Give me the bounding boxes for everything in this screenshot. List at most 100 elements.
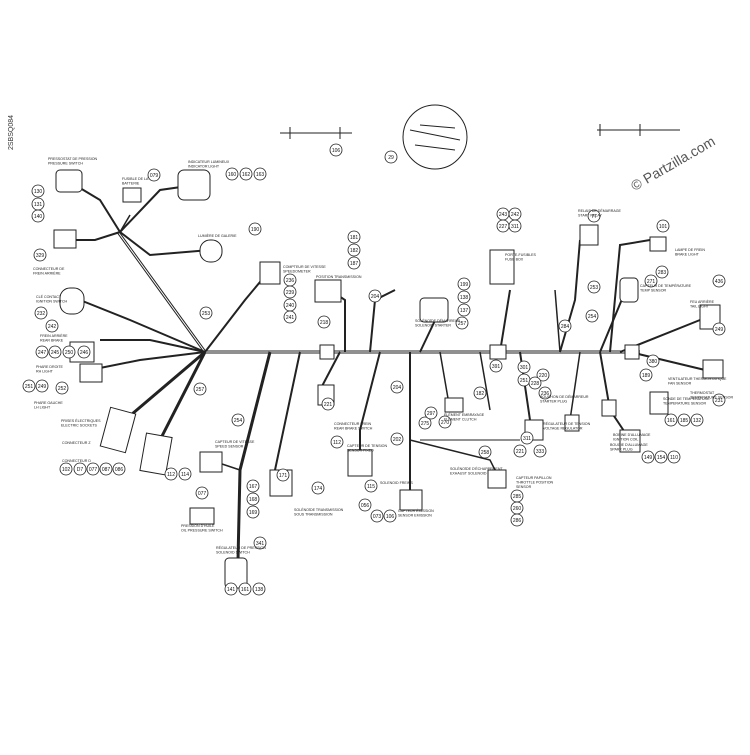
label-line: START RELAY bbox=[578, 213, 603, 217]
callout-c88: 436 bbox=[712, 274, 726, 288]
callout-number: 253 bbox=[202, 311, 211, 317]
label-line: POSITION TRANSMISSION bbox=[316, 275, 362, 279]
callout-circle bbox=[31, 209, 45, 223]
callout-circle bbox=[34, 306, 48, 320]
callout-circle bbox=[112, 462, 126, 476]
callout-number: 228 bbox=[531, 381, 540, 387]
label-line: SENSOR FIXED bbox=[347, 448, 374, 452]
callout-number: 247 bbox=[38, 350, 47, 356]
callout-c25: 249 bbox=[35, 379, 49, 393]
callout-c73: 251 bbox=[517, 373, 531, 387]
callout-number: 286 bbox=[513, 518, 522, 524]
label-line: ELECTRIC SOCKETS bbox=[61, 423, 98, 427]
detail-magnifier-solenoid bbox=[402, 104, 468, 170]
callout-number: 311 bbox=[523, 436, 531, 442]
label-line: SENSOR bbox=[516, 485, 532, 489]
callout-circle bbox=[35, 379, 49, 393]
callout-number: 257 bbox=[196, 387, 205, 393]
callout-c31: 077 bbox=[86, 462, 100, 476]
label-line: FEU ARRIÈRE bbox=[690, 299, 715, 304]
callout-number: 140 bbox=[34, 214, 43, 220]
callout-circle bbox=[31, 184, 45, 198]
callout-number: 271 bbox=[647, 279, 656, 285]
callout-c11: 239 bbox=[283, 285, 297, 299]
indicator-light-cluster bbox=[177, 169, 211, 201]
callout-number: 218 bbox=[320, 320, 329, 326]
callout-number: 163 bbox=[256, 172, 265, 178]
label-line: CONNECTEUR FREIN bbox=[334, 422, 372, 426]
callout-number: 254 bbox=[234, 418, 243, 424]
components bbox=[53, 104, 724, 589]
callout-number: 087 bbox=[102, 467, 111, 473]
callout-number: 297 bbox=[427, 411, 436, 417]
label-line: IGNITION COIL bbox=[613, 437, 638, 441]
callout-number: 285 bbox=[513, 494, 522, 500]
pressure-switch-connector bbox=[55, 169, 83, 193]
callout-c36: 077 bbox=[195, 486, 209, 500]
label-line: BOUCHON DE DÉMARREUR bbox=[540, 394, 589, 399]
callout-c59: 202 bbox=[390, 432, 404, 446]
harness-branch-ignition bbox=[79, 299, 206, 353]
callout-c93: 161 bbox=[664, 413, 678, 427]
clutch-element bbox=[444, 397, 464, 413]
callout-c35: 114 bbox=[178, 467, 192, 481]
oil-pressure-switch bbox=[189, 507, 215, 525]
callout-circle bbox=[239, 167, 253, 181]
callout-number: 251 bbox=[25, 384, 34, 390]
callout-number: 132 bbox=[693, 418, 702, 424]
callout-c10: 236 bbox=[283, 273, 297, 287]
callout-circle bbox=[655, 265, 669, 279]
callout-number: 182 bbox=[476, 391, 485, 397]
callout-circle bbox=[246, 505, 260, 519]
callout-c34: 112 bbox=[164, 467, 178, 481]
label-line: PORTE-FUSIBLES bbox=[505, 253, 536, 257]
callout-c65: 227 bbox=[496, 219, 510, 233]
callout-circle bbox=[164, 467, 178, 481]
callout-circle bbox=[646, 354, 660, 368]
callout-circle bbox=[457, 303, 471, 317]
callout-number: 260 bbox=[513, 506, 522, 512]
callout-number: 130 bbox=[34, 189, 43, 195]
callout-circle bbox=[558, 319, 572, 333]
label-line: CAPTEUR DE TEMPÉRATURE bbox=[640, 283, 692, 288]
label-line: CAPTEUR ÉMISSION bbox=[398, 508, 434, 513]
callout-circle bbox=[513, 444, 527, 458]
callout-circle bbox=[384, 150, 398, 164]
callout-circle bbox=[383, 509, 397, 523]
label-line: COMPTEUR DE VITESSE bbox=[283, 265, 326, 269]
label-line: FUSIBLE DE LA bbox=[122, 177, 149, 181]
callout-number: 275 bbox=[421, 421, 430, 427]
callout-number: 056 bbox=[361, 503, 370, 509]
label-line: LAMPE DE FREIN bbox=[675, 248, 705, 252]
label-line: PHARE DROITE bbox=[36, 365, 64, 369]
label-line: SOLÉNOÏDE TRANSMISSION bbox=[294, 507, 344, 512]
callout-c21: 245 bbox=[48, 345, 62, 359]
callout-number: 249 bbox=[715, 327, 724, 333]
callout-circle bbox=[55, 381, 69, 395]
callout-number: 199 bbox=[460, 282, 469, 288]
label-line: SOUS TRANSMISSION bbox=[294, 512, 333, 516]
emission-sensor bbox=[399, 489, 423, 511]
callout-circle bbox=[438, 415, 452, 429]
callout-number: 171 bbox=[279, 473, 288, 479]
callout-number: 232 bbox=[37, 311, 46, 317]
callout-number: 311 bbox=[511, 224, 519, 230]
callout-circle bbox=[347, 256, 361, 270]
callout-c39: 169 bbox=[246, 505, 260, 519]
callout-c5: 160 bbox=[225, 167, 239, 181]
label-line: EXHAUST SOLENOID bbox=[450, 471, 487, 475]
callout-number: 141 bbox=[227, 587, 236, 593]
callout-c51: 106 bbox=[383, 509, 397, 523]
label-line: CAPTEUR PAPILLON bbox=[516, 476, 552, 480]
label-line: ELEMENT CLUTCH bbox=[444, 417, 477, 421]
component-label-l13: CONNECTEUR Z bbox=[62, 441, 91, 445]
